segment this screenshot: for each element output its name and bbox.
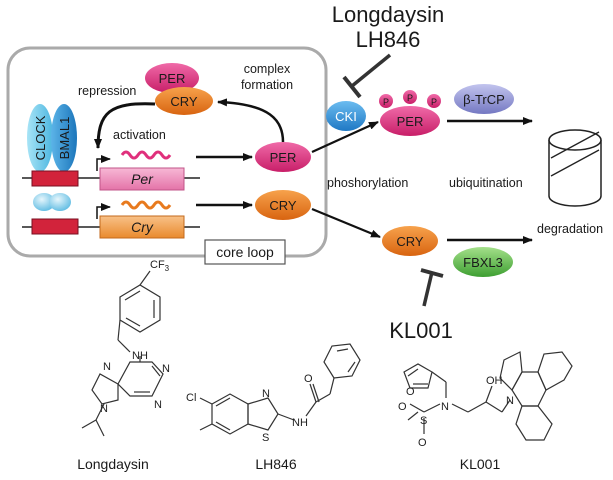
cry-gene-box <box>99 215 185 239</box>
inhibition-bar-bottom <box>420 268 444 278</box>
cry-gene-label: Cry <box>131 219 154 235</box>
kl001-oh: OH <box>486 375 503 387</box>
core-loop-label: core loop <box>216 244 274 260</box>
complex-label-1: complex <box>244 62 291 76</box>
cry-right-label: CRY <box>396 234 424 249</box>
repression-label: repression <box>78 84 136 98</box>
per-mrna <box>120 150 172 160</box>
lh846-o: O <box>304 373 313 385</box>
inhibitor-longdaysin-top: Longdaysin <box>332 2 445 27</box>
inhibition-line-bottom <box>422 271 434 307</box>
phospho-per-protein <box>380 106 440 136</box>
inhibition-line-top <box>350 53 392 88</box>
kl001-s: S <box>420 415 427 427</box>
bmal1-label: BMAL1 <box>57 117 72 160</box>
cki-label: CKI <box>335 109 357 124</box>
beta-trcp-protein <box>454 84 514 114</box>
complex-label-2: formation <box>241 78 293 92</box>
cry-protein-label: CRY <box>269 198 297 213</box>
ubiquitination-label: ubiquitination <box>449 176 523 190</box>
activation-label: activation <box>113 128 166 142</box>
per-complex-label: PER <box>159 71 186 86</box>
clock-protein <box>27 104 53 172</box>
cry-protein <box>255 190 311 220</box>
core-loop-box <box>6 46 328 258</box>
kl001-name: KL001 <box>460 456 501 472</box>
phospho-group-1 <box>379 94 393 108</box>
kl001-o2: O <box>418 437 427 449</box>
cry-activator-ball-1 <box>33 193 55 211</box>
longdaysin-n2: N <box>162 363 170 375</box>
per-gene-label: Per <box>131 171 154 187</box>
per-gene-box <box>99 167 185 191</box>
longdaysin-n3: N <box>154 399 162 411</box>
per-protein <box>255 142 311 172</box>
cry-complex-label: CRY <box>170 94 198 109</box>
lh846-cl: Cl <box>186 392 196 404</box>
longdaysin-nh: NH <box>132 350 148 362</box>
lh846-name: LH846 <box>255 456 296 472</box>
lh846-nh: NH <box>292 417 308 429</box>
inhibitor-kl001-right: KL001 <box>389 318 453 343</box>
complex-formation-arrow <box>217 98 285 143</box>
fbxl3-label: FBXL3 <box>463 255 503 270</box>
phospho-per-label: PER <box>397 114 424 129</box>
kl001-structure <box>403 351 573 441</box>
longdaysin-name: Longdaysin <box>77 456 149 472</box>
kl001-n-carbazole: N <box>506 395 514 407</box>
phospho-group-3 <box>427 94 441 108</box>
proteasome-icon <box>548 129 602 207</box>
lh846-n: N <box>262 388 270 400</box>
phospho-group-1-label: P <box>383 97 389 107</box>
cry-protein-complex <box>155 87 213 115</box>
lh846-structure <box>199 343 361 435</box>
lh846-s: S <box>262 432 269 444</box>
longdaysin-n1: N <box>103 361 111 373</box>
cki-protein <box>326 101 366 131</box>
beta-trcp-label: β-TrCP <box>463 92 505 107</box>
phosphorylation-label: phoshorylation <box>327 176 408 190</box>
inhibition-bar-top <box>342 75 362 99</box>
per-promoter-box <box>31 170 79 187</box>
clock-label: CLOCK <box>33 115 48 160</box>
phospho-group-3-label: P <box>431 97 437 107</box>
cry-mrna <box>120 200 172 210</box>
kl001-o-furan: O <box>406 386 415 398</box>
longdaysin-cf3: CF3 <box>150 259 170 273</box>
per-protein-complex <box>145 63 199 93</box>
kl001-n: N <box>441 401 449 413</box>
phospho-group-2 <box>403 90 417 104</box>
cry-to-fbxl3-arrow <box>311 207 381 239</box>
kl001-o1: O <box>398 401 407 413</box>
per-to-phospho-arrow <box>311 120 379 154</box>
core-loop-label-box <box>204 239 286 265</box>
longdaysin-n4: N <box>100 403 108 415</box>
cry-protein-right <box>382 226 438 256</box>
cry-promoter-box <box>31 218 79 235</box>
fbxl3-protein <box>453 247 513 277</box>
inhibitor-lh846-top: LH846 <box>356 27 421 52</box>
phospho-group-2-label: P <box>407 93 413 103</box>
degradation-label: degradation <box>537 222 603 236</box>
repression-arrow <box>94 102 156 149</box>
per-tss-arrow <box>96 155 111 171</box>
cry-tss-arrow <box>96 203 111 219</box>
cry-activator-ball-2 <box>49 193 71 211</box>
longdaysin-structure <box>81 270 164 437</box>
per-protein-label: PER <box>270 150 297 165</box>
bmal1-protein <box>51 104 77 172</box>
